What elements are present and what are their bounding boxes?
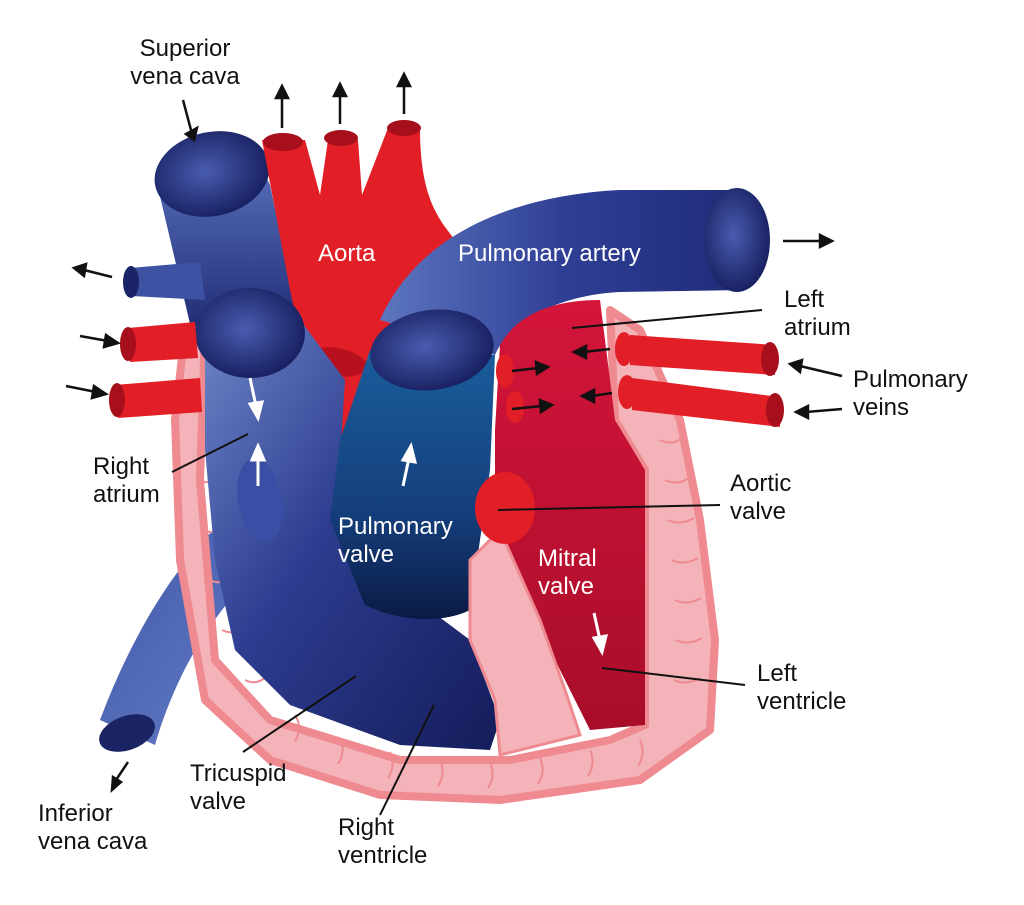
label-pulmonary-veins-line2: veins <box>853 394 910 421</box>
label-right-atrium-line2: atrium <box>93 481 160 508</box>
label-left-ventricle-line2: ventricle <box>757 688 847 715</box>
label-pulmonary-valve-line2: valve <box>338 541 395 568</box>
label-superior-vena-cava-line1: Superior <box>139 35 231 62</box>
leader-lines <box>171 309 763 816</box>
label-right-ventricle-line1: Right <box>338 814 395 841</box>
label-right-ventricle: Right ventricle <box>338 814 427 870</box>
label-aortic-valve-line1: Aortic <box>730 470 792 497</box>
label-inferior-vena-cava: Inferior vena cava <box>38 800 147 856</box>
label-mitral-valve-line2: valve <box>538 573 595 600</box>
heart-wall-shape <box>171 306 719 804</box>
label-superior-vena-cava: Superior vena cava <box>120 35 250 91</box>
label-right-atrium: Right atrium <box>93 453 160 509</box>
pulmonary-veins-left-shape <box>109 322 202 418</box>
label-superior-vena-cava-line2: vena cava <box>130 63 240 90</box>
label-right-ventricle-line2: ventricle <box>338 842 428 869</box>
label-pulmonary-veins-line1: Pulmonary <box>853 366 968 393</box>
pulmonary-trunk-shape <box>330 309 495 620</box>
label-tricuspid-valve: Tricuspid valve <box>190 760 286 816</box>
label-tricuspid-valve-line2: valve <box>190 788 247 815</box>
label-mitral-valve: Mitral valve <box>538 545 597 601</box>
label-aorta: Aorta <box>318 240 376 267</box>
flow-arrows-black <box>65 71 843 793</box>
label-left-atrium-line2: atrium <box>784 314 851 341</box>
flow-arrows-white <box>247 377 609 656</box>
label-left-atrium: Left atrium <box>784 286 851 342</box>
pulmonary-veins-right-shape <box>630 335 784 427</box>
label-mitral-valve-line1: Mitral <box>538 545 597 572</box>
label-inferior-vena-cava-line1: Inferior <box>38 800 113 827</box>
label-right-atrium-line1: Right <box>93 453 150 480</box>
pulmonary-artery-shape <box>380 188 770 355</box>
label-aortic-valve: Aortic valve <box>730 470 791 526</box>
label-left-ventricle: Left ventricle <box>757 660 846 716</box>
label-tricuspid-valve-line1: Tricuspid <box>190 760 287 787</box>
label-pulmonary-valve-line1: Pulmonary <box>338 513 453 540</box>
label-pulmonary-valve: Pulmonary valve <box>338 513 453 569</box>
label-aortic-valve-line2: valve <box>730 498 787 525</box>
label-pulmonary-artery: Pulmonary artery <box>458 240 641 267</box>
brachio-vein-shape <box>123 262 205 300</box>
label-left-ventricle-line1: Left <box>757 660 798 687</box>
label-pulmonary-veins: Pulmonary veins <box>853 366 968 422</box>
label-inferior-vena-cava-line2: vena cava <box>38 828 148 855</box>
label-left-atrium-line1: Left <box>784 286 825 313</box>
